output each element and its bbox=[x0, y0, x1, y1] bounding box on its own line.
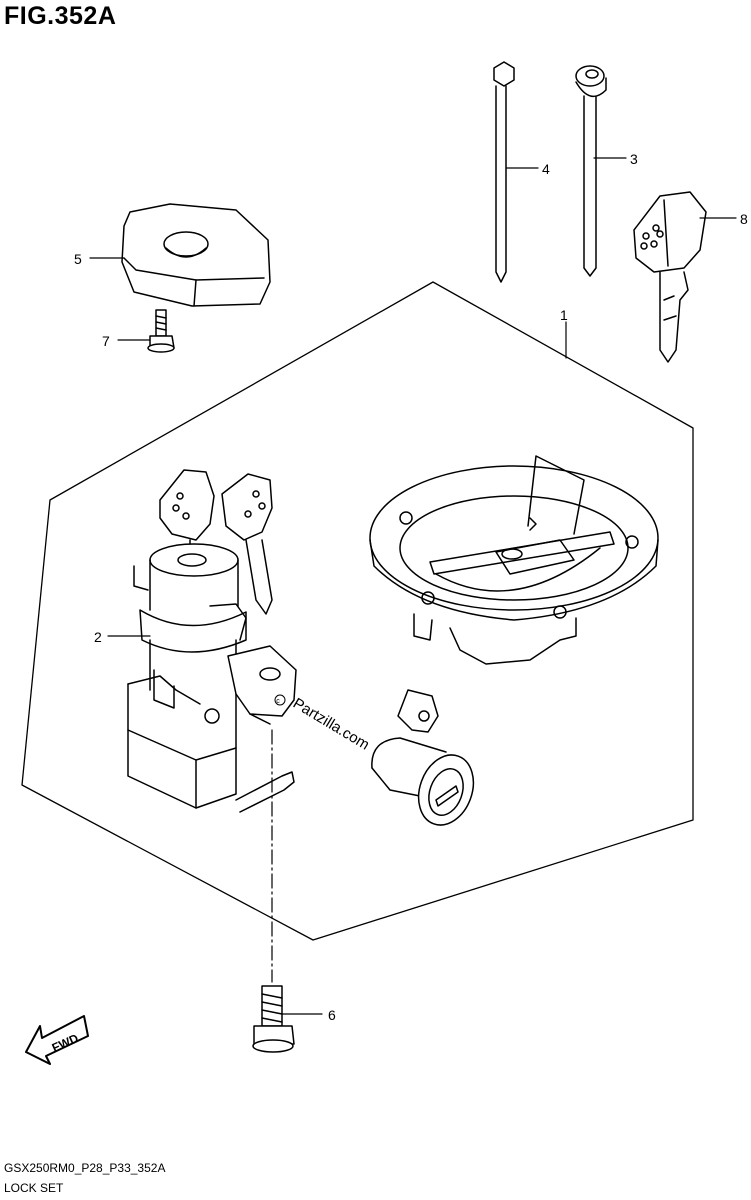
fwd-arrow: FWD bbox=[25, 1015, 89, 1065]
watermark-text: Partzilla.com bbox=[290, 695, 372, 754]
part-3-clamp-tie[interactable] bbox=[575, 65, 607, 277]
assembly-outline bbox=[21, 281, 694, 941]
seat-lock-cylinder[interactable] bbox=[371, 689, 483, 833]
part-4-cable-tie[interactable] bbox=[493, 61, 515, 283]
part-7-bolt[interactable] bbox=[147, 309, 175, 353]
callout-2[interactable]: 2 bbox=[94, 629, 102, 645]
callout-3[interactable]: 3 bbox=[630, 151, 638, 167]
callout-6[interactable]: 6 bbox=[328, 1007, 336, 1023]
part-8-key[interactable] bbox=[633, 191, 707, 363]
figure-title: FIG.352A bbox=[4, 2, 117, 30]
callout-8[interactable]: 8 bbox=[740, 211, 748, 227]
callouts: 1 2 3 4 5 6 7 8 bbox=[74, 151, 748, 1023]
callout-1[interactable]: 1 bbox=[560, 307, 568, 323]
figure-code: GSX250RM0_P28_P33_352A bbox=[4, 1161, 166, 1175]
callout-7[interactable]: 7 bbox=[102, 333, 110, 349]
leader-lines bbox=[89, 157, 737, 1015]
part-6-bolt[interactable] bbox=[252, 985, 295, 1053]
figure-name: LOCK SET bbox=[4, 1181, 64, 1195]
part-5-cover[interactable] bbox=[121, 203, 271, 307]
callout-5[interactable]: 5 bbox=[74, 251, 82, 267]
part-2-ignition-switch[interactable] bbox=[127, 469, 297, 813]
svg-text:c: c bbox=[276, 698, 280, 705]
callout-4[interactable]: 4 bbox=[542, 161, 550, 177]
fuel-cap-lock[interactable] bbox=[369, 455, 659, 665]
